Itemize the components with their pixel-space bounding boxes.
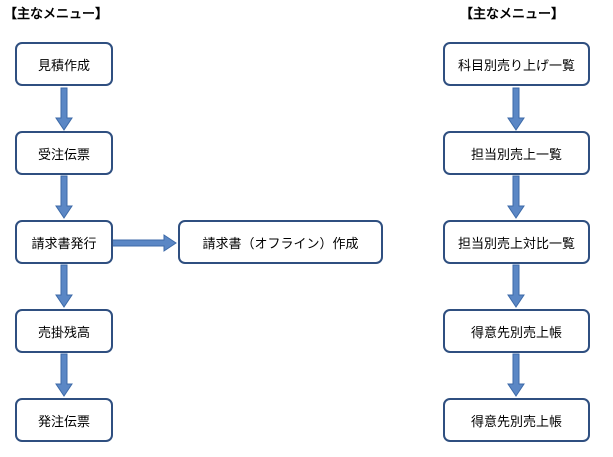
menu-box-offline-invoice[interactable]: 請求書（オフライン）作成 <box>178 220 383 264</box>
menu-box-purchase-order-slip[interactable]: 発注伝票 <box>15 398 113 442</box>
left-menu-heading: 【主なメニュー】 <box>4 7 109 22</box>
menu-box-sales-comparison-by-staff[interactable]: 担当別売上対比一覧 <box>443 220 590 264</box>
menu-box-label: 受注伝票 <box>37 147 90 163</box>
menu-box-label: 担当別売上対比一覧 <box>457 236 575 252</box>
menu-box-order-slip[interactable]: 受注伝票 <box>15 131 113 175</box>
menu-box-sales-by-account[interactable]: 科目別売り上げ一覧 <box>443 42 590 86</box>
menu-box-label: 得意先別売上帳 <box>470 414 562 430</box>
menu-box-invoice-issue[interactable]: 請求書発行 <box>15 220 113 264</box>
arrow-estimate-to-order <box>55 87 73 131</box>
menu-box-label: 科目別売り上げ一覧 <box>457 58 575 74</box>
menu-box-sales-by-staff[interactable]: 担当別売上一覧 <box>443 131 590 175</box>
arrow-right-3 <box>507 264 525 308</box>
menu-box-label: 請求書発行 <box>31 236 97 252</box>
menu-box-sales-ledger-by-customer[interactable]: 得意先別売上帳 <box>443 309 590 353</box>
menu-box-label: 売掛残高 <box>37 325 90 341</box>
menu-box-receivable-balance[interactable]: 売掛残高 <box>15 309 113 353</box>
menu-box-label: 担当別売上一覧 <box>470 147 562 163</box>
arrow-order-to-invoice <box>55 175 73 219</box>
right-menu-heading: 【主なメニュー】 <box>460 7 565 22</box>
menu-box-label: 見積作成 <box>37 58 90 74</box>
arrow-receivable-to-purchase <box>55 353 73 397</box>
menu-box-label: 得意先別売上帳 <box>470 325 562 341</box>
menu-box-label: 請求書（オフライン）作成 <box>202 236 359 252</box>
arrow-right-1 <box>507 87 525 131</box>
arrow-invoice-to-offline <box>111 234 177 252</box>
arrow-right-2 <box>507 175 525 219</box>
menu-box-estimate[interactable]: 見積作成 <box>15 42 113 86</box>
menu-box-sales-ledger-by-customer-2[interactable]: 得意先別売上帳 <box>443 398 590 442</box>
arrow-right-4 <box>507 353 525 397</box>
menu-box-label: 発注伝票 <box>37 414 90 430</box>
arrow-invoice-to-receivable <box>55 264 73 308</box>
